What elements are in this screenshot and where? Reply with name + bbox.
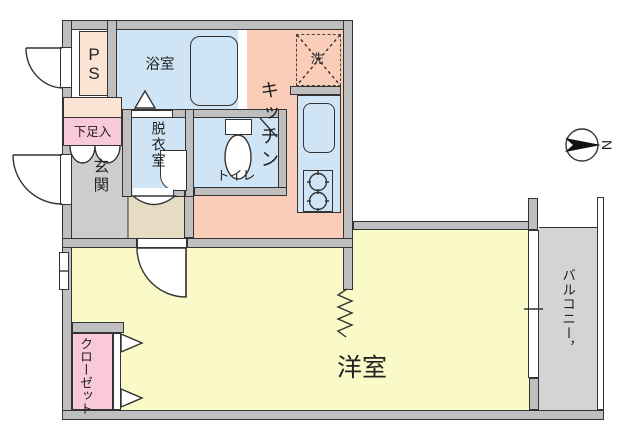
wall-bottom (62, 410, 604, 420)
window-balcony (528, 230, 539, 378)
wall-closet-top (72, 322, 124, 333)
balcony-label: バルコニー， (560, 268, 576, 355)
shoe-cabinet-doors (69, 145, 121, 164)
toilet-label: トイレ (216, 168, 256, 184)
washer-pan (296, 34, 341, 86)
western-door-swing (136, 247, 187, 298)
wall-toilet-bottom (194, 187, 287, 196)
door-gap-entrance-exterior (60, 154, 72, 205)
bathtub (190, 36, 238, 106)
wall-kitchen-right (343, 20, 353, 290)
compass-needle (565, 138, 601, 152)
washer-pan-diagonals (296, 34, 341, 86)
break-line-zigzag (336, 288, 354, 338)
wall-room-top-left-b (187, 238, 353, 248)
door-gap-bathroom (131, 110, 173, 118)
kitchen-label: キッチン (257, 80, 279, 172)
toilet-bowl (224, 134, 252, 180)
closet-box (72, 333, 113, 410)
north-compass: N (565, 128, 615, 162)
balcony-floor (539, 227, 597, 410)
door-gap-ps-exterior (60, 47, 72, 88)
kitchen-sink (303, 103, 335, 153)
laundry-label: 洗 (310, 52, 324, 66)
ps-box (79, 31, 108, 96)
wall-entrance-dressing (122, 109, 132, 197)
ps-label: PS (84, 45, 104, 83)
closet-label: クローゼット (78, 337, 93, 415)
shoe-cabinet-label: 下足入 (73, 124, 112, 139)
bathroom-folding-door (133, 89, 157, 109)
shoe-cabinet-box (63, 117, 122, 146)
dressing-room-label: 脱衣室 (150, 121, 167, 169)
wall-balcony-stub (528, 198, 538, 230)
dressing-door-swing (131, 195, 177, 206)
wall-room-top-left-a (62, 238, 137, 248)
kitchen-counter (297, 95, 341, 213)
closet-folding-door-top (120, 332, 144, 354)
closet-door-strip (113, 333, 121, 410)
entrance-door-swing (12, 154, 63, 205)
washbasin (160, 150, 187, 191)
wall-window-bottom-stub (529, 378, 539, 410)
door-gap-dressing (133, 188, 173, 197)
closet-folding-door-bottom (120, 387, 144, 409)
toilet-door (259, 117, 278, 138)
compass-n-label: N (599, 140, 615, 150)
wall-counter-top-stub (290, 86, 341, 95)
bathroom-label: 浴室 (145, 56, 175, 73)
western-room-label: 洋室 (336, 354, 387, 382)
entrance-label: 玄関 (91, 158, 109, 195)
wall-hall-kitchen (184, 196, 194, 238)
balcony-railing (597, 197, 604, 410)
ps-door-swing (25, 47, 63, 89)
stove-burners (307, 171, 329, 212)
